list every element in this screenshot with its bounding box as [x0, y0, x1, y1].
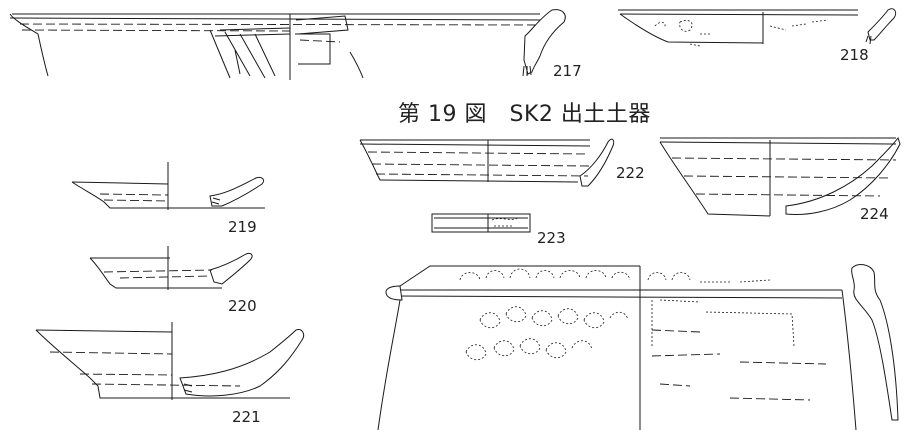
vessel-224-drawing: [659, 136, 901, 217]
vessel-217-drawing: [9, 9, 566, 80]
figure-number-218: 218: [840, 46, 869, 64]
vessel-218-drawing: [618, 8, 897, 47]
figure-number-223: 223: [537, 229, 566, 247]
figure-number-222: 222: [616, 164, 645, 182]
vessel-223-drawing: [431, 213, 531, 233]
vessel-221-drawing: [35, 322, 305, 400]
vessel-222-drawing: [359, 138, 615, 187]
large-jar-drawing: [377, 264, 899, 430]
figure-number-221: 221: [232, 408, 261, 426]
figure-number-224: 224: [860, 205, 889, 223]
vessel-220-drawing: [89, 246, 253, 290]
figure-number-220: 220: [228, 297, 257, 315]
figure-caption: 第 19 図 SK2 出土土器: [398, 102, 651, 127]
figure-number-219: 219: [228, 218, 257, 236]
figure-number-217: 217: [553, 62, 582, 80]
vessel-219-drawing: [71, 162, 265, 210]
